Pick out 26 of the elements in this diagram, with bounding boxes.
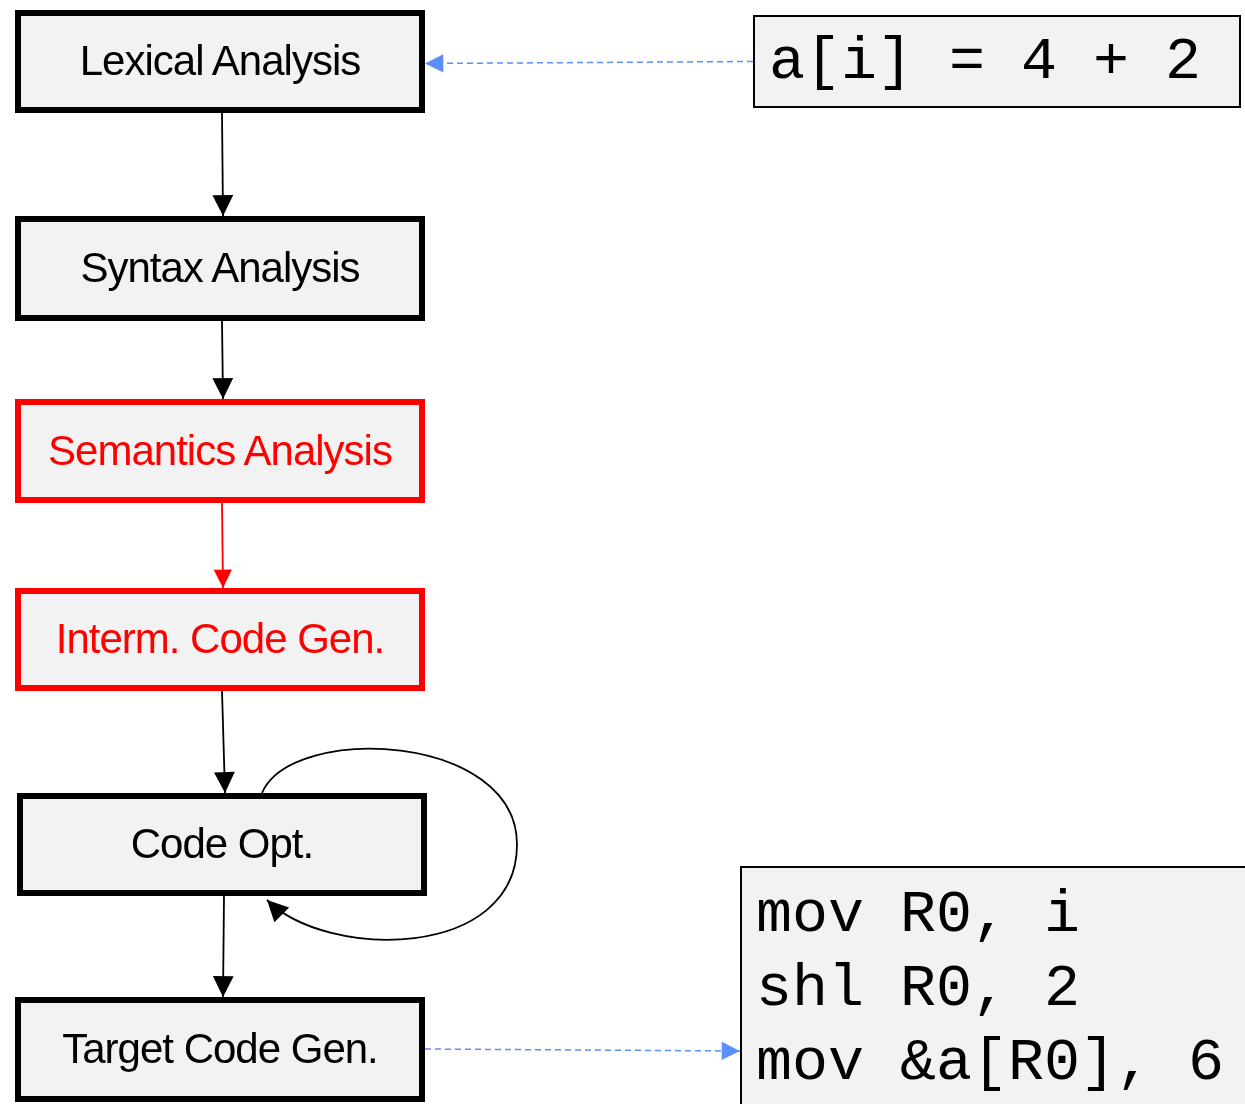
arrow (214, 690, 235, 794)
arrow (261, 747, 518, 941)
code-line: a[i] = 4 + 2 (769, 26, 1202, 98)
code-line: shl R0, 2 (756, 954, 1081, 1025)
arrow (212, 112, 234, 217)
code-line: mov &a[R0], 6 (756, 1028, 1225, 1099)
stage-label: Interm. Code Gen. (55, 614, 385, 665)
stage-label: Syntax Analysis (80, 243, 360, 294)
process-box (17, 793, 427, 896)
stage-label: Lexical Analysis (79, 36, 361, 87)
process-box (15, 997, 425, 1102)
process-box (15, 588, 425, 691)
code-box (740, 866, 1245, 1104)
stage-label: Semantics Analysis (48, 425, 392, 476)
stage-label: Code Opt. (130, 819, 314, 870)
arrow (212, 320, 234, 400)
arrow (213, 502, 232, 589)
stage-label: Target Code Gen. (62, 1024, 378, 1075)
process-box (15, 10, 425, 113)
arrow (424, 1041, 741, 1060)
code-line: mov R0, i (756, 880, 1081, 951)
process-box (15, 399, 425, 503)
process-box (15, 216, 425, 321)
arrow (212, 895, 234, 998)
arrow (424, 54, 754, 73)
code-box (753, 15, 1241, 108)
